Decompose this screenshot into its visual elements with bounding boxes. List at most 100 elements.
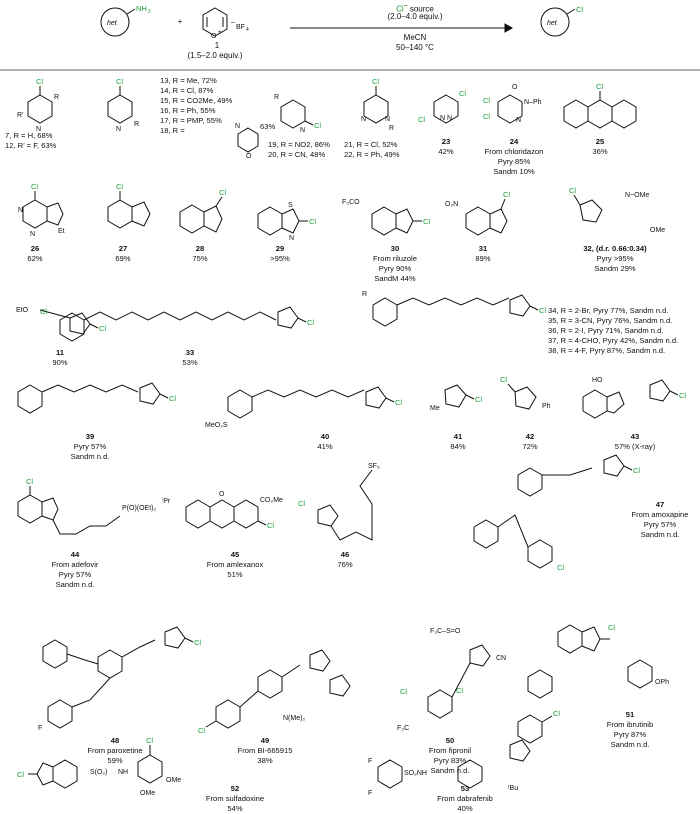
source-30: From riluzole	[373, 254, 417, 263]
svg-text:Cl: Cl	[553, 709, 560, 718]
pyry-32: Pyry >95%	[596, 254, 634, 263]
sandm-32: Sandm 29%	[594, 264, 636, 273]
label-53: 53	[460, 784, 470, 793]
svg-text:R: R	[362, 291, 367, 298]
svg-text:ᵗBu: ᵗBu	[508, 785, 518, 792]
svg-text:Cl: Cl	[418, 115, 425, 124]
svg-text:Cl: Cl	[395, 398, 402, 407]
label-48: 48	[110, 736, 120, 745]
svg-text:Cl: Cl	[169, 394, 176, 403]
label-19: 19, R = NO2, 86%	[268, 140, 330, 149]
chloride-equiv: (2.0–4.0 equiv.)	[387, 12, 443, 21]
svg-text:Cl: Cl	[31, 182, 38, 191]
svg-text:Cl: Cl	[459, 89, 466, 98]
label-22: 22, R = Ph, 49%	[344, 150, 400, 159]
svg-text:Cl: Cl	[596, 82, 603, 91]
source-48: From paroxetine	[87, 746, 143, 755]
svg-text:R: R	[134, 121, 139, 128]
svg-text:N: N	[30, 231, 35, 238]
svg-text:F₃C: F₃C	[397, 725, 409, 732]
label-40: 40	[320, 432, 330, 441]
svg-text:N: N	[18, 207, 23, 214]
sandm-50: Sandm n.d.	[430, 766, 470, 775]
svg-text:O: O	[219, 491, 225, 498]
svg-text:Cl: Cl	[314, 121, 321, 130]
label-15: 15, R = CO2Me, 49%	[160, 96, 233, 105]
label-13: 13, R = Me, 72%	[160, 76, 217, 85]
label-36: 36, R = 2-I, Pyry 71%, Sandm n.d.	[548, 326, 664, 335]
svg-text:NH: NH	[136, 4, 147, 13]
svg-text:Cl: Cl	[26, 477, 33, 486]
yield-25: 36%	[592, 147, 608, 156]
pyry-47: Pyry 57%	[643, 520, 677, 529]
yield-18: 63%	[260, 122, 276, 131]
svg-text:Cl: Cl	[633, 466, 640, 475]
chloroarene-product: het Cl	[540, 5, 583, 37]
yield-28: 75%	[192, 254, 208, 263]
source-50: From fipronil	[428, 746, 472, 755]
svg-text:Cl: Cl	[146, 736, 153, 745]
svg-text:Cl: Cl	[500, 375, 507, 384]
svg-text:F₃CO: F₃CO	[342, 199, 360, 206]
temperature-label: 50–140 °C	[396, 43, 434, 52]
svg-text:het: het	[107, 20, 118, 27]
yield-49: 38%	[257, 756, 273, 765]
label-37: 37, R = 4-CHO, Pyry 42%, Sandm n.d.	[548, 336, 679, 345]
svg-text:Cl: Cl	[298, 499, 305, 508]
svg-text:S(O₂): S(O₂)	[90, 769, 108, 776]
svg-text:OPh: OPh	[655, 679, 669, 686]
pyry-24: Pyry 85%	[497, 157, 531, 166]
svg-text:Cl: Cl	[194, 638, 201, 647]
label-18: 18, R =	[160, 126, 185, 135]
svg-text:N–Ph: N–Ph	[524, 99, 542, 106]
svg-text:OMe: OMe	[140, 790, 155, 797]
label-47: 47	[655, 500, 665, 509]
svg-text:OMe: OMe	[166, 777, 181, 784]
svg-text:Cl: Cl	[475, 395, 482, 404]
reagent1-equiv: (1.5–2.0 equiv.)	[187, 51, 243, 60]
yield-29: >95%	[270, 254, 290, 263]
label-52: 52	[230, 784, 240, 793]
svg-text:Cl: Cl	[608, 623, 615, 632]
label-26: 26	[30, 244, 40, 253]
source-52: From sulfadoxine	[205, 794, 265, 803]
svg-text:Cl: Cl	[557, 563, 564, 572]
svg-text:Cl: Cl	[36, 77, 43, 86]
svg-text:Cl: Cl	[456, 686, 463, 695]
label-17: 17, R = PMP, 55%	[160, 116, 222, 125]
svg-text:+: +	[218, 30, 222, 36]
label-45: 45	[230, 550, 240, 559]
svg-text:F: F	[368, 790, 372, 797]
yield-43: 57% (X-ray)	[614, 442, 656, 451]
pyry-44: Pyry 57%	[58, 570, 92, 579]
chloride-source-label: Cl− source	[396, 3, 434, 14]
yield-26: 62%	[27, 254, 43, 263]
label-50: 50	[445, 736, 455, 745]
label-24: 24	[509, 137, 519, 146]
svg-text:Cl: Cl	[372, 77, 379, 86]
svg-text:R: R	[274, 94, 279, 101]
svg-text:Cl: Cl	[539, 306, 546, 315]
svg-text:Me: Me	[430, 405, 440, 412]
svg-text:Et: Et	[58, 228, 65, 235]
solvent-label: MeCN	[403, 33, 427, 42]
sandm-51: Sandm n.d.	[610, 740, 650, 749]
yield-45: 51%	[227, 570, 243, 579]
svg-text:EtO: EtO	[16, 307, 29, 314]
svg-text:O: O	[246, 153, 252, 160]
yield-40: 41%	[317, 442, 333, 451]
svg-text:N: N	[516, 117, 521, 124]
label-23: 23	[441, 137, 451, 146]
svg-text:Cl: Cl	[267, 521, 274, 530]
svg-text:–: –	[231, 19, 235, 26]
svg-text:N: N	[289, 235, 294, 242]
svg-text:CO₂Me: CO₂Me	[260, 497, 283, 504]
svg-text:Cl: Cl	[483, 96, 490, 105]
svg-text:NH: NH	[118, 769, 128, 776]
source-53: From dabrafenib	[437, 794, 493, 803]
svg-text:Cl: Cl	[400, 687, 407, 696]
pyry-50: Pyry 83%	[433, 756, 467, 765]
